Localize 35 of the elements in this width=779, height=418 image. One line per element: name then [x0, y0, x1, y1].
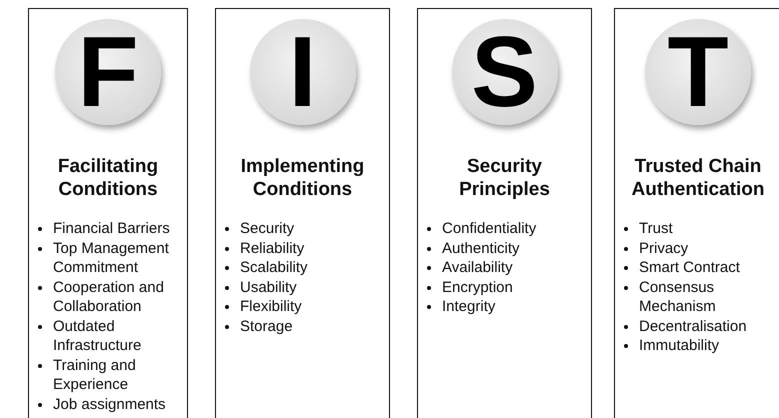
bullet-item: Authenticity — [442, 238, 587, 258]
bullet-item: Privacy — [639, 238, 777, 258]
bullet-item: Scalability — [240, 258, 385, 278]
letter-circle: I — [250, 19, 356, 125]
bullet-item: Usability — [240, 278, 385, 297]
column-heading: Implementing Conditions — [240, 155, 366, 201]
bullet-item: Outdated Infrastructure — [53, 316, 183, 356]
bullet-item: Storage — [240, 316, 385, 336]
letter-circle: S — [452, 19, 558, 125]
bullet-item: Flexibility — [240, 297, 385, 316]
bullet-item: Consensus Mechanism — [639, 278, 777, 316]
bullet-item: Trust — [639, 219, 777, 238]
letter-circle: F — [55, 19, 161, 125]
bullet-item: Integrity — [442, 297, 587, 316]
column-heading: Security Principles — [458, 155, 551, 201]
column-heading: Facilitating Conditions — [56, 155, 160, 201]
column-panel — [215, 8, 390, 418]
column-heading: Trusted Chain Authentication — [630, 155, 766, 201]
bullet-item: Decentralisation — [639, 316, 777, 336]
bullet-item: Encryption — [442, 278, 587, 297]
bullet-item: Job assignments — [53, 394, 183, 414]
bullet-item: Training and Experience — [53, 356, 183, 394]
bullet-item: Immutability — [639, 336, 777, 356]
column-panel — [614, 8, 779, 418]
bullet-item: Smart Contract — [639, 258, 777, 278]
column-panel — [417, 8, 592, 418]
column-panel — [28, 8, 188, 418]
bullet-item: Availability — [442, 258, 587, 278]
bullet-item: Cooperation and Collaboration — [53, 278, 183, 316]
bullet-item: Confidentiality — [442, 219, 587, 238]
bullet-item: Security — [240, 219, 385, 238]
bullet-item: Top Management Commitment — [53, 238, 183, 278]
bullet-item: Reliability — [240, 238, 385, 258]
bullet-item: Financial Barriers — [53, 219, 183, 238]
letter-circle: T — [645, 19, 751, 125]
